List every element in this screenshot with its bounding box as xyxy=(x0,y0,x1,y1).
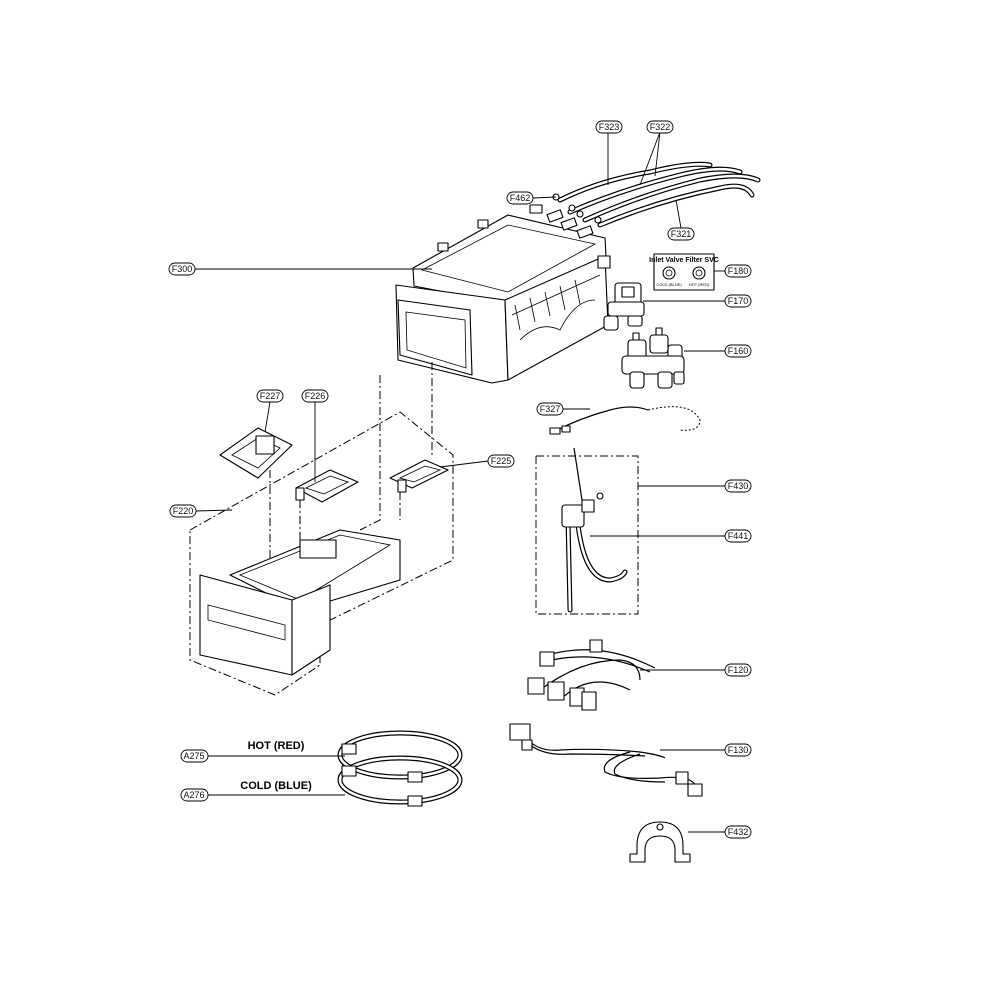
callout-f220: F220 xyxy=(169,504,197,518)
assembly-guide-lines xyxy=(269,362,433,560)
callout-label-f327: F327 xyxy=(540,404,561,414)
callout-f225: F225 xyxy=(487,454,515,468)
callout-f323: F323 xyxy=(595,120,623,134)
callout-f300: F300 xyxy=(168,262,196,276)
callout-label-f227: F227 xyxy=(260,391,281,401)
dispenser-housing xyxy=(395,204,611,384)
callout-label-f225: F225 xyxy=(491,456,512,466)
callout-label-f180: F180 xyxy=(728,266,749,276)
callout-label-f322: F322 xyxy=(650,122,671,132)
callout-f227: F227 xyxy=(256,389,284,403)
callout-label-f430: F430 xyxy=(728,481,749,491)
callout-f441: F441 xyxy=(724,529,752,543)
drawer-cap-f227 xyxy=(219,427,293,479)
callout-label-f226: F226 xyxy=(305,391,326,401)
callout-f432: F432 xyxy=(724,825,752,839)
inlet-hoses xyxy=(337,730,463,807)
filter-box-hot-label: HOT (RED) xyxy=(689,282,710,287)
short-wire xyxy=(549,406,701,435)
callout-label-f220: F220 xyxy=(173,506,194,516)
drawer-cap-f226 xyxy=(295,469,359,503)
callout-f321: F321 xyxy=(667,227,695,241)
callout-label-f300: F300 xyxy=(172,264,193,274)
callout-leader-lines xyxy=(195,131,725,833)
cold-hose-caption: COLD (BLUE) xyxy=(240,780,312,792)
callout-f180: F180 xyxy=(724,264,752,278)
hose-clamp xyxy=(629,821,691,863)
wire-harness-f130 xyxy=(509,723,703,797)
callout-f462: F462 xyxy=(506,191,534,205)
callout-f430: F430 xyxy=(724,479,752,493)
detergent-drawer xyxy=(189,411,454,696)
hot-hose-caption: HOT (RED) xyxy=(248,740,305,752)
wire-harness-f120 xyxy=(527,639,656,711)
single-inlet-valve xyxy=(603,282,645,331)
callout-f327: F327 xyxy=(536,402,564,416)
callout-f170: F170 xyxy=(724,294,752,308)
callout-f160: F160 xyxy=(724,344,752,358)
callout-a275: A275 xyxy=(180,749,209,763)
callout-label-a276: A276 xyxy=(183,790,204,800)
callout-f120: F120 xyxy=(724,663,752,677)
inlet-valve-filter-box: Inlet Valve Filter SVC COLD (BLUE) HOT (… xyxy=(649,253,719,291)
callout-label-a275: A275 xyxy=(183,751,204,761)
callout-label-f160: F160 xyxy=(728,346,749,356)
callout-label-f462: F462 xyxy=(510,193,531,203)
callout-a276: A276 xyxy=(180,788,209,802)
callout-label-f321: F321 xyxy=(671,229,692,239)
double-inlet-valve xyxy=(621,327,685,389)
callout-f130: F130 xyxy=(724,743,752,757)
callout-label-f432: F432 xyxy=(728,827,749,837)
callout-label-f170: F170 xyxy=(728,296,749,306)
callout-f322: F322 xyxy=(646,120,674,134)
callout-label-f120: F120 xyxy=(728,665,749,675)
callout-f226: F226 xyxy=(301,389,329,403)
callout-label-f323: F323 xyxy=(599,122,620,132)
drawer-cap-f225 xyxy=(389,459,449,493)
filter-box-title: Inlet Valve Filter SVC xyxy=(649,257,719,264)
hoses xyxy=(552,161,761,228)
filter-box-cold-label: COLD (BLUE) xyxy=(656,282,682,287)
callout-label-f130: F130 xyxy=(728,745,749,755)
callout-label-f441: F441 xyxy=(728,531,749,541)
hose-assembly-box xyxy=(535,447,639,615)
